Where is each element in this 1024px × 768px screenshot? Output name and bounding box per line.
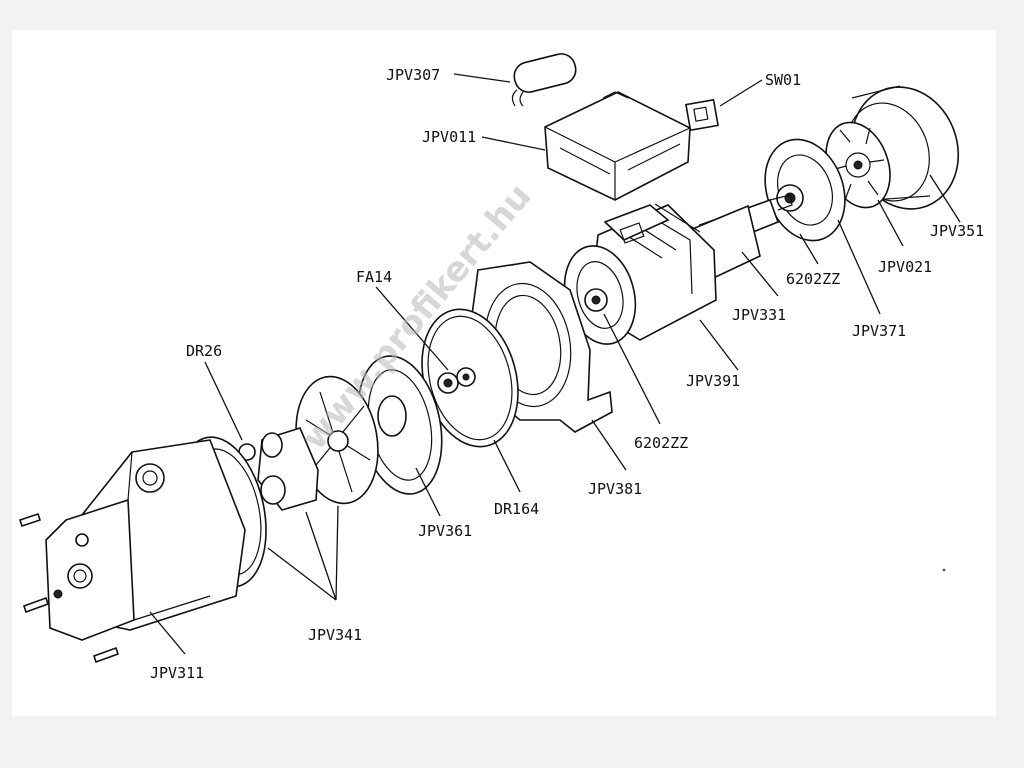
switch-part: [685, 98, 719, 132]
label-jpv307: JPV307: [386, 66, 440, 84]
label-fa14: FA14: [356, 268, 392, 286]
terminal-box-cover-part: [544, 91, 691, 201]
part-labels: JPV307 SW01 JPV011 JPV351 JPV021 6202ZZ …: [150, 66, 984, 682]
label-jpv371: JPV371: [852, 322, 906, 340]
bolt-part: [18, 512, 120, 664]
label-6202zz-rear: 6202ZZ: [786, 270, 840, 288]
label-jpv021: JPV021: [878, 258, 932, 276]
leader-lines: [149, 73, 961, 655]
speck-mark: [942, 568, 946, 572]
label-jpv381: JPV381: [588, 480, 642, 498]
label-dr164: DR164: [494, 500, 539, 518]
label-sw01: SW01: [765, 71, 801, 89]
label-dr26: DR26: [186, 342, 222, 360]
label-jpv011: JPV011: [422, 128, 476, 146]
label-jpv331: JPV331: [732, 306, 786, 324]
motor-stator-part: [563, 203, 717, 345]
label-jpv311: JPV311: [150, 664, 204, 682]
pump-body-part: [45, 436, 267, 641]
label-6202zz-front: 6202ZZ: [634, 434, 688, 452]
diffuser-part: [257, 375, 379, 511]
label-jpv391: JPV391: [686, 372, 740, 390]
label-jpv361: JPV361: [418, 522, 472, 540]
label-jpv351: JPV351: [930, 222, 984, 240]
capacitor-part: [511, 53, 577, 107]
mechanical-seal-part: [437, 367, 476, 394]
label-jpv341: JPV341: [308, 626, 362, 644]
